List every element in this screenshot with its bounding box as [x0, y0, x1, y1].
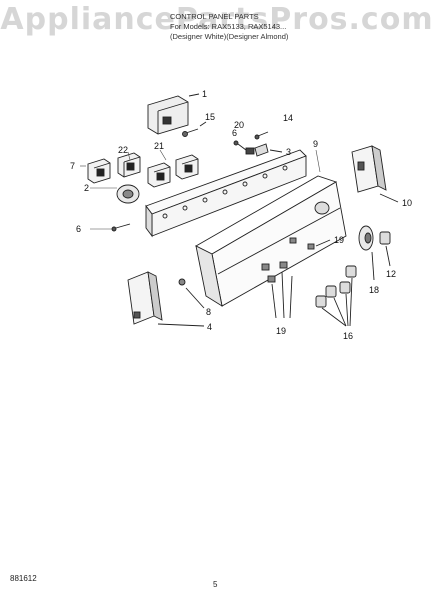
part-9-console-panel	[195, 175, 347, 307]
diagram-code: 881612	[10, 574, 37, 583]
callout-6-top: 6	[232, 128, 237, 138]
part-16-knobs	[315, 265, 357, 327]
part-19-buttons-upper	[289, 237, 331, 250]
callout-19-upper: 19	[334, 235, 344, 245]
callout-19-lower: 19	[276, 326, 286, 336]
header-models: For Models: RAX5133, RAX5143...	[170, 22, 287, 31]
part-2-selector	[116, 184, 140, 204]
part-6-screw-left	[111, 223, 131, 232]
callout-12: 12	[386, 269, 396, 279]
part-14-screw	[254, 131, 269, 140]
header-colors: (Designer White)(Designer Almond)	[170, 32, 289, 41]
callout-2: 2	[84, 183, 89, 193]
part-20-clip	[245, 147, 255, 155]
part-3-bracket	[254, 143, 283, 157]
part-7-switch	[87, 158, 111, 184]
part-12-knob	[379, 231, 391, 267]
callout-10: 10	[402, 198, 412, 208]
callout-15: 15	[205, 112, 215, 122]
callout-7: 7	[70, 161, 75, 171]
part-21-switch	[147, 162, 171, 188]
page-number: 5	[213, 580, 218, 589]
part-timer	[147, 93, 200, 135]
callout-9: 9	[313, 139, 318, 149]
callout-21: 21	[154, 141, 164, 151]
diagram-header: CONTROL PANEL PARTS For Models: RAX5133,…	[170, 12, 370, 42]
part-18-knob-skirt	[358, 225, 375, 281]
part-8-screw	[178, 278, 205, 309]
callout-3: 3	[286, 147, 291, 157]
part-4-end-cap	[127, 271, 205, 327]
callout-16: 16	[343, 331, 353, 341]
part-22-switch	[117, 152, 141, 178]
leader-lines	[80, 149, 321, 230]
callout-8: 8	[206, 307, 211, 317]
part-screw-15	[182, 121, 207, 137]
part-screw-6-top	[233, 140, 247, 151]
callout-20: 20	[234, 120, 244, 130]
callout-1: 1	[202, 89, 207, 99]
callout-22: 22	[118, 145, 128, 155]
callout-18: 18	[369, 285, 379, 295]
part-10-end-cap	[351, 145, 399, 203]
part-switch-right	[175, 154, 199, 180]
part-19-buttons-lower	[261, 261, 293, 319]
watermark: AppliancePartsPros.com	[0, 2, 434, 37]
callout-14: 14	[283, 113, 293, 123]
header-title: CONTROL PANEL PARTS	[170, 12, 259, 21]
callout-4: 4	[207, 322, 212, 332]
callout-6-left: 6	[76, 224, 81, 234]
console-back-plate	[145, 149, 307, 238]
